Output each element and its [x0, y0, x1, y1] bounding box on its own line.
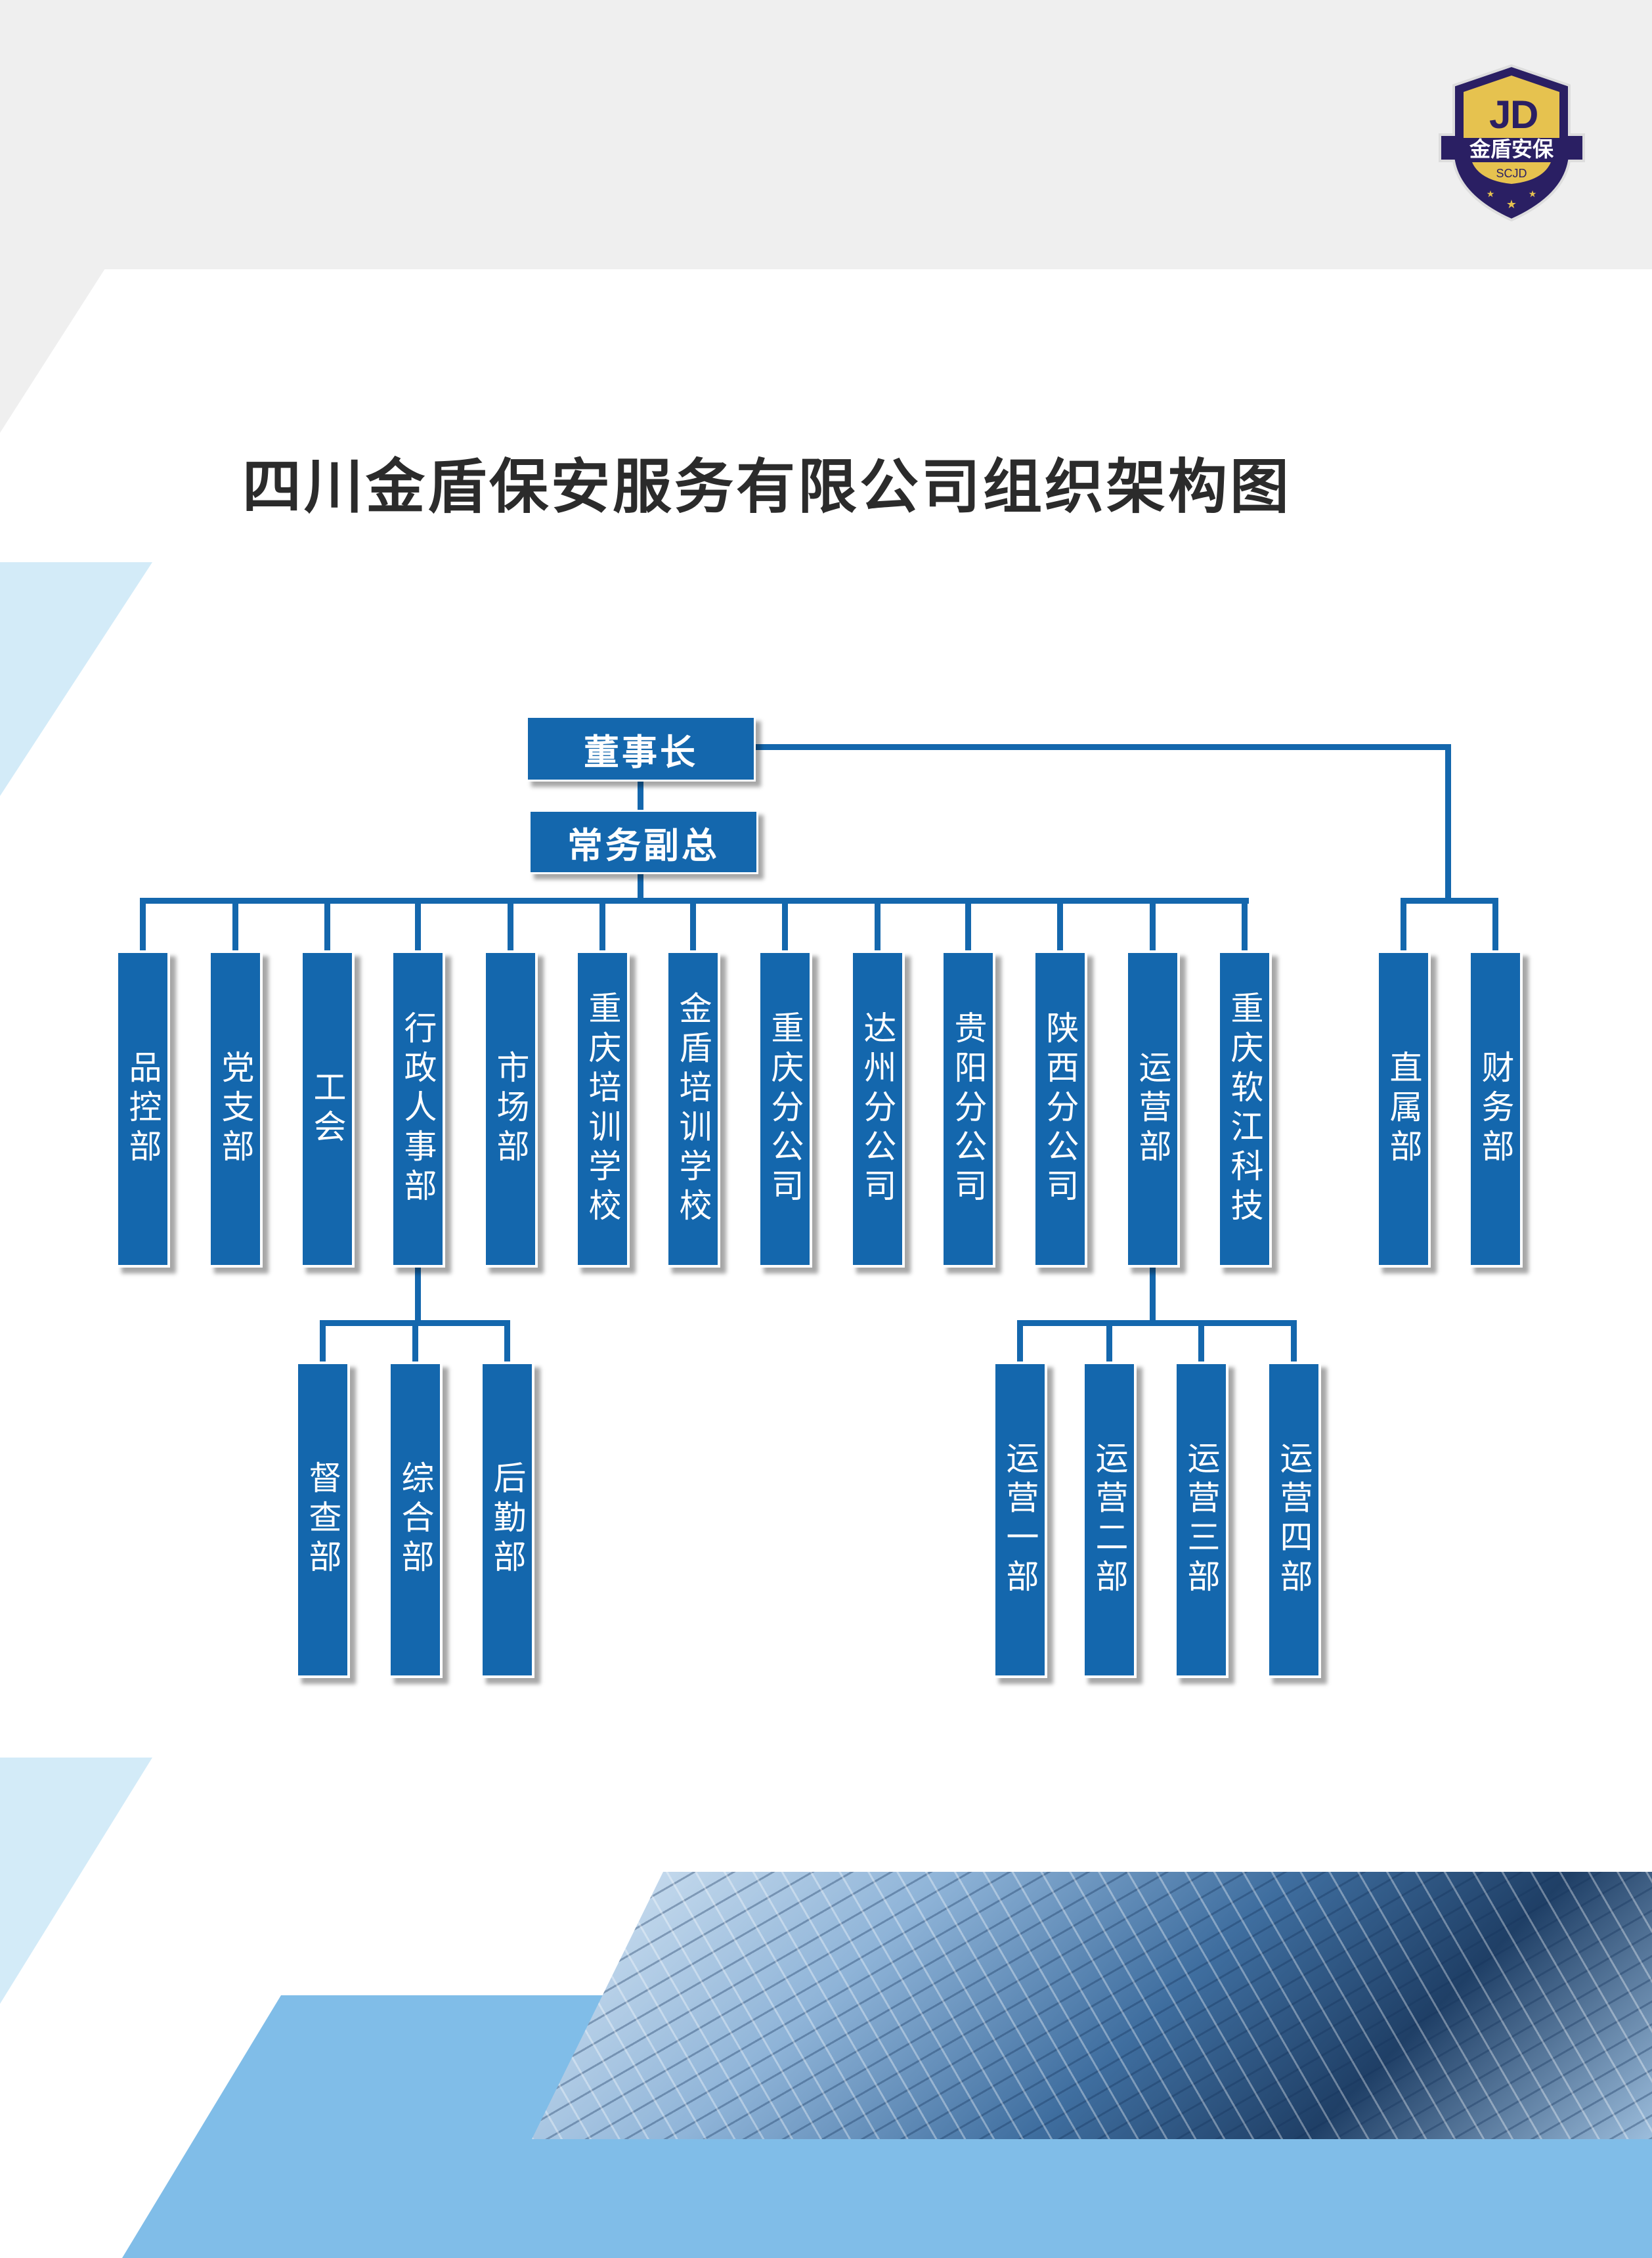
connector-line: [782, 898, 788, 952]
department-box: 运营二部: [1082, 1361, 1137, 1678]
top-band: [0, 0, 1652, 269]
page-title: 四川金盾保安服务有限公司组织架构图: [242, 453, 1292, 521]
department-label: 重庆软江科技: [1225, 990, 1264, 1228]
department-box: 贵阳分公司: [941, 950, 995, 1268]
department-label: 财务部: [1476, 1050, 1515, 1168]
department-box: 达州分公司: [850, 950, 905, 1268]
connector-line: [1492, 898, 1498, 952]
department-label: 综合部: [396, 1461, 435, 1579]
connector-line: [415, 1268, 421, 1323]
department-box: 重庆软江科技: [1217, 950, 1272, 1268]
connector-line: [415, 898, 421, 952]
connector-line: [1106, 1320, 1112, 1363]
department-label: 贵阳分公司: [949, 1010, 988, 1208]
connector-line: [638, 778, 643, 810]
department-label: 后勤部: [488, 1461, 527, 1579]
svg-text:J: J: [1489, 93, 1511, 137]
decor-triangle: [0, 1758, 152, 2004]
department-label: 金盾培训学校: [674, 990, 712, 1228]
connector-line: [1017, 1320, 1023, 1363]
connector-line: [1150, 1268, 1156, 1323]
department-label: 运营一部: [1001, 1441, 1039, 1599]
department-label: 直属部: [1384, 1050, 1423, 1168]
connector-line: [232, 898, 238, 952]
connector-line: [1445, 744, 1451, 903]
connector-line: [504, 1320, 510, 1363]
department-box: 综合部: [388, 1361, 443, 1678]
department-box: 金盾培训学校: [666, 950, 720, 1268]
connector-line: [1401, 898, 1498, 904]
svg-text:★: ★: [1529, 189, 1537, 200]
connector-line: [412, 1320, 418, 1363]
connector-line: [1057, 898, 1063, 952]
connector-line: [320, 1320, 326, 1363]
svg-text:D: D: [1510, 93, 1538, 137]
department-box: 运营一部: [993, 1361, 1047, 1678]
department-label: 工会: [308, 1069, 347, 1149]
logo-text: 金盾安保: [1469, 137, 1554, 162]
department-box: 重庆分公司: [758, 950, 812, 1268]
building-image: [532, 1872, 1652, 2139]
department-box: 陕西分公司: [1033, 950, 1087, 1268]
department-box: 督查部: [295, 1361, 350, 1678]
department-box: 运营三部: [1174, 1361, 1228, 1678]
connector-line: [1291, 1320, 1297, 1363]
connector-line: [638, 870, 643, 903]
department-label: 陕西分公司: [1041, 1010, 1079, 1208]
decor-triangle: [0, 562, 152, 796]
department-label: 市场部: [491, 1050, 530, 1168]
department-box: 后勤部: [480, 1361, 534, 1678]
department-label: 运营二部: [1090, 1441, 1129, 1599]
department-box: 直属部: [1376, 950, 1431, 1268]
connector-line: [1150, 898, 1156, 952]
department-box: 重庆培训学校: [575, 950, 630, 1268]
connector-line: [1017, 1320, 1296, 1326]
connector-line: [508, 898, 513, 952]
connector-line: [690, 898, 696, 952]
department-box: 品控部: [116, 950, 170, 1268]
department-label: 重庆培训学校: [583, 990, 622, 1228]
department-label: 品控部: [123, 1050, 162, 1168]
department-box: 行政人事部: [391, 950, 445, 1268]
department-box: 运营部: [1125, 950, 1180, 1268]
connector-line: [1401, 898, 1406, 952]
top-wedge: [0, 269, 105, 433]
svg-text:★: ★: [1487, 189, 1495, 200]
connector-line: [1198, 1320, 1204, 1363]
department-label: 党支部: [216, 1050, 255, 1168]
department-box: 党支部: [208, 950, 263, 1268]
connector-line: [324, 898, 330, 952]
department-box: 市场部: [483, 950, 538, 1268]
connector-line: [1242, 898, 1248, 952]
department-label: 运营部: [1133, 1050, 1172, 1168]
connector-line: [965, 898, 971, 952]
logo-subtext: SCJD: [1496, 167, 1527, 180]
department-label: 运营四部: [1274, 1441, 1313, 1599]
vice-president-box: 常务副总: [529, 810, 758, 874]
department-box: 财务部: [1468, 950, 1523, 1268]
department-label: 督查部: [303, 1461, 342, 1579]
department-label: 重庆分公司: [766, 1010, 804, 1208]
department-box: 运营四部: [1267, 1361, 1321, 1678]
department-box: 工会: [300, 950, 355, 1268]
department-label: 行政人事部: [399, 1010, 437, 1208]
connector-line: [140, 898, 146, 952]
connector-line: [875, 898, 880, 952]
connector-line: [752, 744, 1451, 750]
department-label: 运营三部: [1182, 1441, 1221, 1599]
department-label: 达州分公司: [858, 1010, 897, 1208]
company-logo: J D 金盾安保 SCJD ★ ★ ★: [1439, 64, 1585, 222]
svg-text:★: ★: [1506, 198, 1517, 211]
chairman-box: 董事长: [526, 716, 756, 782]
connector-line: [599, 898, 605, 952]
